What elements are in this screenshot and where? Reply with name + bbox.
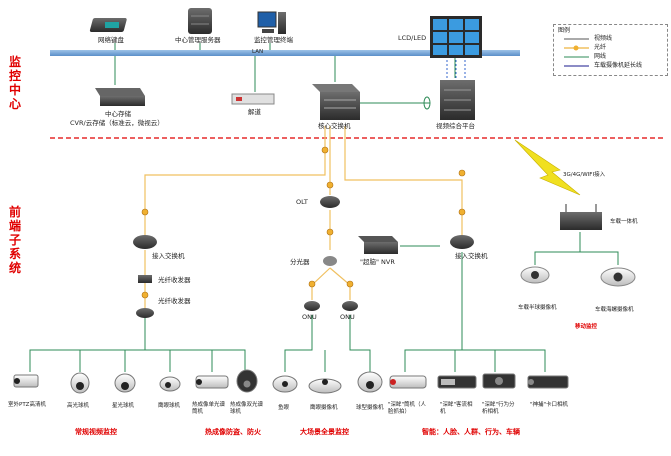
cable-coil [423, 96, 431, 110]
onu2-label: ONU [340, 313, 355, 321]
group-label-regular: 常规视频监控 [75, 428, 117, 436]
access-switch-icon [133, 235, 474, 249]
camera-label: 球型摄像机 [356, 405, 384, 411]
workstation-label: 监控管理终端 [254, 36, 293, 44]
legend-video-line: 视频线 [594, 35, 613, 42]
nvr-label: "超脑" NVR [360, 258, 395, 266]
vehicle-dome-icon [520, 266, 550, 284]
storage-icon [95, 88, 145, 106]
storage-label-1: 中心存储 [105, 110, 131, 118]
camera-label: 鹰眼摄像机 [310, 405, 338, 411]
wall-links [446, 60, 466, 78]
camera-label: 室外PTZ高清机 [8, 402, 46, 408]
legend-vehicle-extension: 车载摄像机延长线 [594, 62, 643, 69]
group-label-thermal: 热成像防盗、防火 [205, 428, 261, 436]
lan-bus [50, 50, 520, 56]
access-switch-right-label: 接入交换机 [455, 252, 488, 260]
nvr-icon [358, 236, 398, 254]
group-label-panoramic: 大场景全景监控 [300, 428, 349, 436]
wireless-bolt-icon [514, 139, 581, 196]
camera-label: "深眸"筒机（人脸抓拍） [388, 402, 427, 415]
server-icon [188, 8, 212, 34]
onu-icon [304, 301, 358, 311]
transceiver-icon [136, 275, 154, 318]
transceiver1-label: 光纤收发器 [158, 276, 191, 284]
keyboard-icon [89, 18, 127, 32]
camera-label: 热成像单光谱筒机 [192, 402, 226, 415]
core-switch-label: 核心交换机 [318, 122, 351, 130]
wall-label: LCD/LED [398, 34, 427, 42]
keyboard-label: 网络键盘 [98, 36, 124, 44]
fiber-lines [144, 126, 463, 310]
access-switch-left-label: 接入交换机 [152, 252, 185, 260]
workstation-icon [257, 11, 286, 34]
vehicle-cam2-label: 车载海螺摄像机 [595, 307, 634, 313]
server-label: 中心管理服务器 [175, 36, 221, 44]
camera-label: "神捕"卡口相机 [530, 402, 569, 408]
center-network-lines [114, 43, 456, 104]
vehicle-unit-label: 车载一体机 [610, 219, 638, 225]
group-label-smart: 智能：人脸、人群、行为、车辆 [422, 428, 520, 436]
splitter-icon [323, 256, 337, 266]
mobile-label: 移动监控 [575, 324, 598, 330]
camera-label: 热成像双光谱球机 [230, 402, 264, 415]
vehicle-cam1-label: 车载半球摄像机 [518, 305, 557, 311]
onu1-label: ONU [302, 313, 317, 321]
vehicle-conch-icon [600, 267, 636, 287]
camera-label: "深眸"客流相机 [440, 402, 473, 415]
vehicle-unit-icon [560, 204, 602, 230]
legend-network: 网线 [594, 53, 607, 60]
legend-swatches [564, 38, 589, 67]
legend: 图例 视频线 光纤 网线 车载摄像机延长线 [553, 24, 668, 76]
transceiver2-label: 光纤收发器 [158, 297, 191, 305]
video-platform-label: 视频综合平台 [436, 122, 475, 130]
olt-icon [320, 196, 340, 208]
olt-label: OLT [296, 198, 308, 206]
camera-row [13, 369, 569, 394]
legend-title: 图例 [558, 27, 571, 34]
camera-label: 鱼眼 [278, 405, 290, 411]
wireless-label: 3G/4G/WIFI接入 [563, 172, 606, 178]
decoder-icon [231, 93, 275, 105]
legend-fiber: 光纤 [594, 44, 607, 51]
lan-label: LAN [252, 49, 264, 55]
section-front-end: 前端子系统 [8, 205, 21, 275]
video-platform-icon [440, 80, 475, 120]
fiber-markers [141, 146, 466, 299]
video-wall-icon [430, 16, 482, 58]
core-switch-icon [312, 84, 360, 120]
camera-label: "深眸"行为分析相机 [482, 402, 515, 415]
camera-label: 高光球机 [67, 403, 90, 409]
decoder-label: 解道 [248, 108, 261, 116]
camera-label: 鹰眼球机 [158, 403, 181, 409]
storage-label-2: CVR/云存储（标准云，微视云） [70, 119, 164, 127]
front-network-lines [29, 232, 619, 372]
camera-label: 星光球机 [112, 403, 135, 409]
section-monitor-center: 监控中心 [8, 55, 21, 111]
splitter-label: 分光器 [290, 258, 310, 266]
